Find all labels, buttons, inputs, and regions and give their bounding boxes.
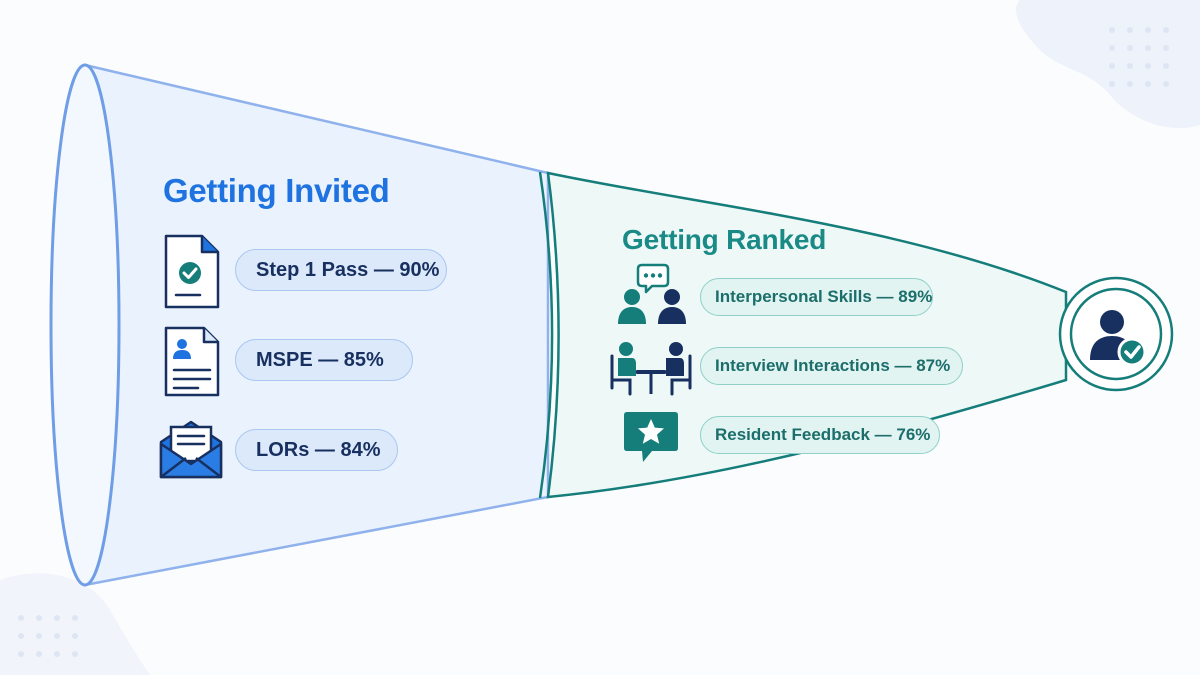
matched-applicant-icon bbox=[1090, 310, 1147, 367]
checked-document-icon bbox=[164, 234, 220, 309]
interview-table-icon bbox=[610, 342, 692, 396]
profile-document-icon bbox=[164, 326, 220, 397]
step1-pass-pill: Step 1 Pass — 90% bbox=[235, 249, 447, 291]
funnel-invited-section bbox=[83, 63, 550, 587]
getting-invited-title: Getting Invited bbox=[163, 172, 390, 209]
dot-grid-top-right bbox=[1109, 27, 1169, 87]
lors-pill: LORs — 84% bbox=[235, 429, 398, 471]
corner-blob-bottom-left bbox=[0, 573, 150, 675]
getting-ranked-title: Getting Ranked bbox=[622, 224, 827, 255]
corner-blob-top-right bbox=[1016, 0, 1200, 129]
interpersonal-skills-pill: Interpersonal Skills — 89% bbox=[700, 278, 933, 316]
mspe-pill: MSPE — 85% bbox=[235, 339, 413, 381]
funnel-end-ring bbox=[1058, 276, 1174, 392]
funnel-mouth bbox=[49, 63, 121, 587]
people-chat-icon bbox=[618, 263, 686, 324]
interview-interactions-pill: Interview Interactions — 87% bbox=[700, 347, 963, 385]
letter-envelope-icon bbox=[159, 420, 223, 479]
star-speech-bubble-icon bbox=[624, 412, 678, 462]
funnel-divider bbox=[538, 171, 554, 499]
dot-grid-bottom-left bbox=[18, 615, 78, 657]
resident-feedback-pill: Resident Feedback — 76% bbox=[700, 416, 940, 454]
